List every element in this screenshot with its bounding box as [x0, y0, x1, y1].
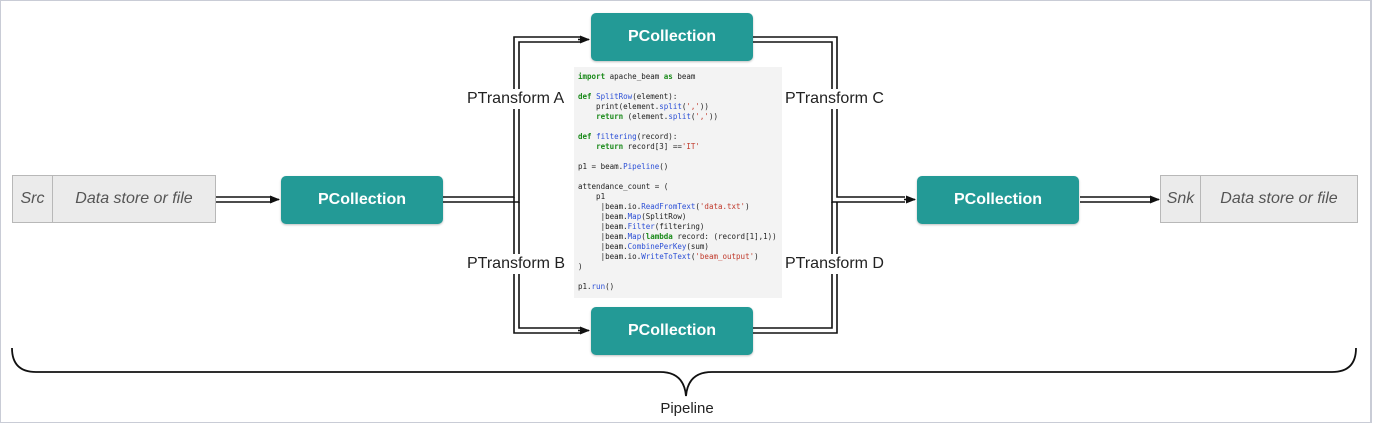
code-line: return record[3] =='IT' [596, 142, 700, 151]
ptransform-c-label: PTransform C [783, 89, 886, 109]
pipeline-brace [11, 347, 1357, 397]
ptransform-b-label: PTransform B [465, 254, 568, 274]
pcollection-top: PCollection [591, 13, 753, 61]
code-line [578, 82, 778, 92]
code-line: p1 = beam.Pipeline() [578, 162, 669, 171]
connector-merge-in [752, 36, 905, 198]
code-line: |beam.io.WriteToText('beam_output') [578, 252, 759, 261]
ptransform-d-label: PTransform D [783, 254, 886, 274]
source-description: Data store or file [75, 190, 193, 207]
code-snippet: import apache_beam as beam def SplitRow(e… [574, 67, 782, 298]
pcollection-merged: PCollection [917, 176, 1079, 224]
code-line: |beam.Map(SplitRow) [578, 212, 687, 221]
code-line [578, 172, 778, 182]
code-line: attendance_count = ( [578, 182, 669, 191]
code-line: p1 [578, 192, 606, 201]
code-line: def SplitRow(element): [578, 92, 678, 101]
pcollection-bottom: PCollection [591, 307, 753, 355]
code-line: def filtering(record): [578, 132, 678, 141]
code-line: |beam.Filter(filtering) [578, 222, 705, 231]
code-line: |beam.Map(lambda record: (record[1],1)) [578, 232, 777, 241]
code-line [578, 272, 778, 282]
code-line [578, 152, 778, 162]
ptransform-a-label: PTransform A [465, 89, 567, 109]
code-line: p1.run() [578, 282, 615, 291]
sink-store: Snk Data store or file [1160, 175, 1358, 223]
connector-branch-out [443, 36, 580, 198]
source-store: Src Data store or file [12, 175, 216, 223]
code-line [578, 122, 778, 132]
sink-tag: Snk [1161, 176, 1201, 222]
code-line: ) [578, 262, 583, 271]
code-line: |beam.io.ReadFromText('data.txt') [578, 202, 750, 211]
code-line: return (element.split(',')) [596, 112, 718, 121]
code-line: import apache_beam as beam [578, 72, 696, 81]
pcollection-input: PCollection [281, 176, 443, 224]
source-tag: Src [13, 176, 53, 222]
code-line: print(element.split(',')) [578, 102, 709, 111]
sink-description: Data store or file [1220, 190, 1338, 207]
pipeline-label: Pipeline [660, 400, 714, 417]
code-line: |beam.CombinePerKey(sum) [578, 242, 709, 251]
